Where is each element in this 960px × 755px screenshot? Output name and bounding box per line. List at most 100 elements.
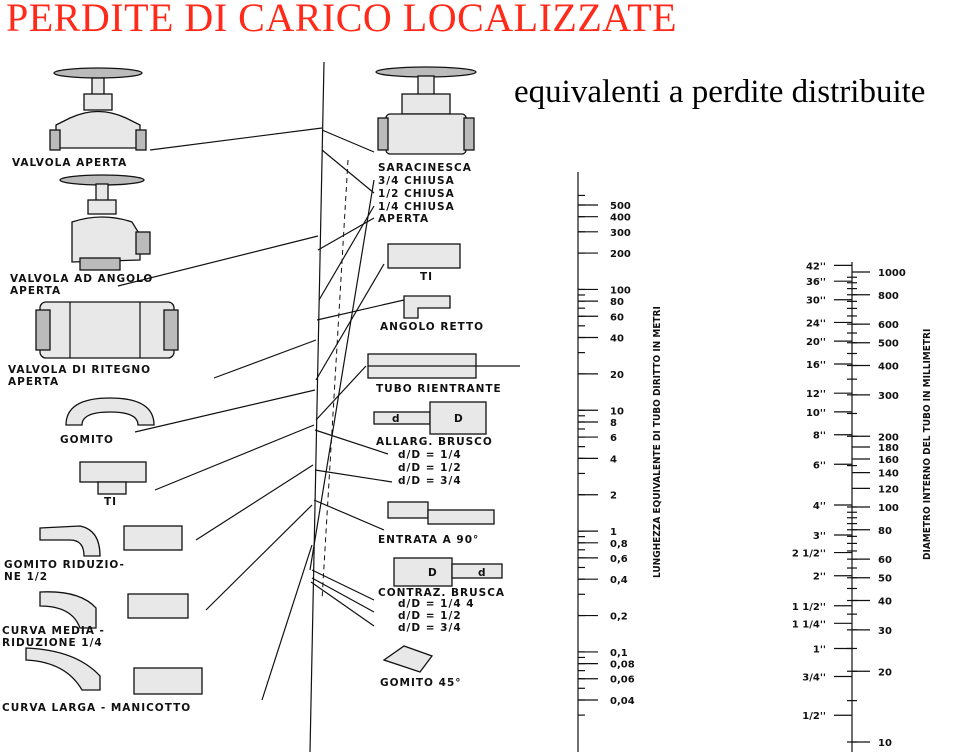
fitting-label: TI (104, 496, 117, 508)
elbow-drawing (65, 397, 155, 426)
length-tick-label: 20 (610, 370, 624, 381)
fitting-label: GOMITO RIDUZIO- (4, 559, 125, 571)
length-tick-label: 500 (610, 201, 631, 212)
length-tick-label: 60 (610, 312, 624, 323)
right-angle-drawing (403, 295, 451, 319)
length-tick-label: 10 (610, 406, 624, 417)
diameter-scale-label: DIAMETRO INTERNO DEL TUBO IN MILLIMETRI (922, 329, 933, 560)
mm-tick-label: 500 (878, 339, 899, 350)
angle-valve-drawing (59, 174, 151, 271)
fitting-label: ANGOLO RETTO (380, 321, 484, 333)
fitting-label: SARACINESCA (378, 162, 472, 174)
small-diameter-symbol: d (392, 413, 401, 425)
mm-tick-label: 120 (878, 484, 899, 495)
connector-lines (117, 127, 405, 701)
fitting-label: d/D = 1/2 (398, 462, 462, 474)
entrance-90-drawing (387, 501, 495, 525)
long-bend-drawing (25, 647, 203, 695)
mm-tick-label: 80 (878, 526, 892, 537)
inch-tick-label: 10'' (806, 408, 826, 419)
length-tick-label: 0,08 (610, 660, 635, 671)
reducing-elbow-drawing (39, 525, 183, 557)
length-tick-label: 0,1 (610, 648, 628, 659)
length-tick-label: 6 (610, 433, 617, 444)
mm-tick-label: 300 (878, 391, 899, 402)
inch-tick-label: 4'' (813, 501, 826, 512)
inch-tick-label: 20'' (806, 337, 826, 348)
length-scale: 5004003002001008060402010864210,80,60,40… (577, 172, 635, 752)
fitting-label: d/D = 1/4 (398, 449, 462, 461)
mm-tick-label: 600 (878, 320, 899, 331)
fitting-label: TI (420, 271, 433, 283)
fitting-label: RIDUZIONE 1/4 (2, 637, 103, 649)
mm-tick-label: 10 (878, 738, 892, 749)
mm-tick-label: 50 (878, 574, 892, 585)
fitting-label: 3/4 CHIUSA (378, 175, 455, 187)
fitting-label: NE 1/2 (4, 571, 48, 583)
fitting-label: VALVOLA AD ANGOLO (10, 273, 153, 285)
fitting-label: APERTA (8, 376, 59, 388)
mm-tick-label: 60 (878, 555, 892, 566)
inch-tick-label: 2'' (813, 572, 826, 583)
page-subtitle: equivalenti a perdite distribuite (514, 74, 926, 110)
fitting-label: d/D = 3/4 (398, 622, 462, 634)
length-tick-label: 100 (610, 285, 631, 296)
inch-tick-label: 6'' (813, 460, 826, 471)
medium-bend-drawing (39, 591, 189, 629)
mm-tick-label: 40 (878, 597, 892, 608)
length-tick-label: 200 (610, 249, 631, 260)
fitting-label: GOMITO (60, 434, 114, 446)
globe-valve-drawing (49, 67, 147, 151)
large-diameter-symbol: D (428, 567, 438, 579)
mm-tick-label: 200 (878, 432, 899, 443)
length-tick-label: 4 (610, 454, 617, 465)
inch-tick-label: 12'' (806, 389, 826, 400)
inch-tick-label: 1/2'' (802, 711, 826, 722)
inch-tick-label: 2 1/2'' (792, 549, 826, 560)
re-entrant-pipe-drawing (367, 353, 520, 379)
index-line (309, 61, 325, 753)
length-tick-label: 300 (610, 228, 631, 239)
fitting-label: CURVA MEDIA - (2, 625, 105, 637)
index-line-dashed (321, 159, 349, 601)
sudden-enlargement-drawing (373, 401, 487, 435)
inch-tick-label: 3/4'' (802, 672, 826, 683)
fitting-label: ENTRATA A 90° (378, 534, 479, 546)
diameter-scale: 1000800600500400300200180160140120100806… (792, 261, 906, 752)
mm-tick-label: 800 (878, 291, 899, 302)
inch-tick-label: 1'' (813, 644, 826, 655)
length-tick-label: 0,04 (610, 696, 635, 707)
tee-drawing (79, 461, 147, 495)
fitting-label: TUBO RIENTRANTE (376, 383, 502, 395)
fitting-label: APERTA (378, 213, 429, 225)
length-tick-label: 1 (610, 527, 617, 538)
mm-tick-label: 30 (878, 626, 892, 637)
inch-tick-label: 1 1/4'' (792, 619, 826, 630)
length-tick-label: 8 (610, 418, 617, 429)
length-tick-label: 0,06 (610, 675, 635, 686)
fitting-label: d/D = 1/2 (398, 610, 462, 622)
tee-right-drawing (387, 243, 461, 269)
mm-tick-label: 400 (878, 362, 899, 373)
elbow-45-drawing (382, 645, 434, 673)
mm-tick-label: 20 (878, 667, 892, 678)
inch-tick-label: 36'' (806, 277, 826, 288)
mm-tick-label: 1000 (878, 268, 906, 279)
large-diameter-symbol: D (454, 413, 464, 425)
mm-tick-label: 140 (878, 469, 899, 480)
fitting-label: CONTRAZ. BRUSCA (378, 587, 505, 599)
inch-tick-label: 30'' (806, 296, 826, 307)
fitting-label: d/D = 3/4 (398, 475, 462, 487)
fitting-label: 1/2 CHIUSA (378, 188, 455, 200)
length-scale-label: LUNGHEZZA EQUIVALENTE DI TUBO DIRITTO IN… (652, 306, 663, 578)
fitting-label: VALVOLA DI RITEGNO (8, 364, 151, 376)
mm-tick-label: 100 (878, 503, 899, 514)
fitting-label: GOMITO 45° (380, 677, 462, 689)
gate-valve-drawing (375, 66, 477, 155)
fitting-label: CURVA LARGA - MANICOTTO (2, 702, 191, 714)
length-tick-label: 0,2 (610, 612, 628, 623)
fitting-label: d/D = 1/4 4 (398, 598, 475, 610)
length-tick-label: 40 (610, 334, 624, 345)
inch-tick-label: 3'' (813, 531, 826, 542)
